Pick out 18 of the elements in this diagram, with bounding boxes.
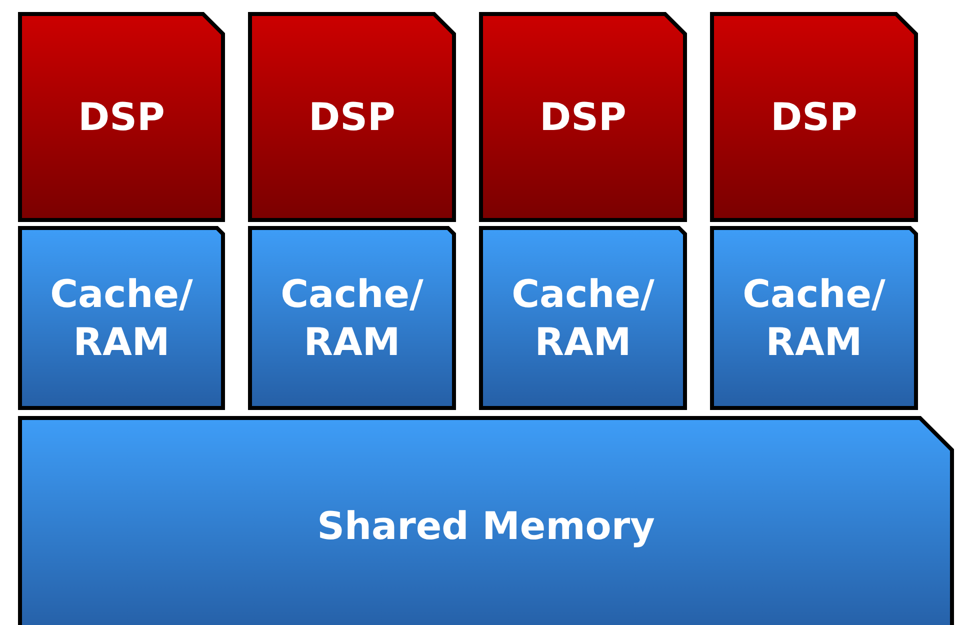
block-label: Shared Memory bbox=[317, 503, 655, 550]
cache-block bbox=[18, 226, 225, 410]
cache-block bbox=[248, 226, 456, 410]
memory-block bbox=[18, 416, 954, 625]
block-label: DSP bbox=[770, 94, 858, 141]
cache-block bbox=[710, 226, 918, 410]
dsp-block bbox=[479, 12, 687, 222]
block-label: Cache/ RAM bbox=[742, 271, 886, 366]
dsp-block bbox=[248, 12, 456, 222]
block-label: Cache/ RAM bbox=[510, 271, 656, 366]
cache-block bbox=[479, 226, 687, 410]
block-label: DSP bbox=[308, 94, 396, 141]
block-label: DSP bbox=[540, 94, 626, 141]
dsp-block bbox=[18, 12, 225, 222]
block-label: Cache/ RAM bbox=[280, 271, 424, 366]
dsp-block bbox=[710, 12, 918, 222]
block-label: DSP bbox=[78, 94, 165, 141]
block-label: Cache/ RAM bbox=[49, 271, 194, 366]
